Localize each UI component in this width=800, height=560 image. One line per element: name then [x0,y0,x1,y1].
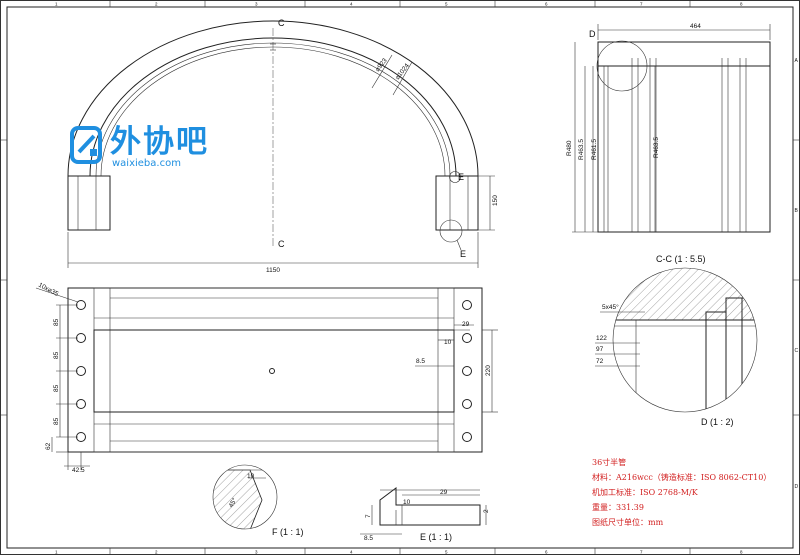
detail-e-mark-top: E [458,172,464,182]
section-title: C-C (1 : 5.5) [656,254,706,264]
zone-col-7-bottom: 7 [640,550,643,555]
note-weight: 重量：331.39 [592,503,644,512]
dim-8-5: 8.5 [416,358,425,365]
dim-width-1150: 1150 [266,267,280,274]
zone-col-3-bottom: 3 [255,550,258,555]
note-material: 材料：A216wcc（铸造标准：ISO 8062-CT10） [592,473,772,482]
right-flange [435,175,479,231]
zone-col-1-bottom: 1 [55,550,58,555]
dim-pitch-85-3: 85 [53,384,60,392]
dim-e-2: 2 [483,509,490,513]
bolt-hole [462,300,472,310]
zone-col-8-bottom: 8 [740,550,743,555]
dim-e-29: 29 [440,489,448,496]
section-view: D 464 R480 R463.5 R461.5 R463.5 C-C (1 :… [566,23,771,264]
dim-62: 62 [45,442,52,450]
dim-pitch-85-1: 85 [53,318,60,326]
zone-col-6-top: 6 [545,2,548,7]
dim-r461-5: R461.5 [591,139,598,160]
dim-464: 464 [690,23,701,30]
zone-col-5-bottom: 5 [445,550,448,555]
left-flange [67,175,111,231]
dim-e-10: 10 [403,499,411,506]
zone-col-4-bottom: 4 [350,550,353,555]
detail-f-title: F (1 : 1) [272,527,304,537]
detail-e-circle-top [449,171,461,183]
zone-col-6-bottom: 6 [545,550,548,555]
detail-d-mark: D [589,29,596,39]
dim-r480: R480 [566,140,573,156]
zone-row-c: C [795,348,799,354]
dim-72: 72 [596,358,604,365]
detail-e-title: E (1 : 1) [420,532,452,542]
arc-outer [67,20,479,177]
watermark-url: waixieba.com [112,158,181,169]
top-center-hole [269,368,275,374]
dim-220: 220 [485,365,492,376]
bolt-hole [462,333,472,343]
dim-29: 29 [462,321,470,328]
dim-pitch-85-4: 85 [53,417,60,425]
zone-col-7-top: 7 [640,2,643,7]
dim-122: 122 [596,335,607,342]
section-mark-c-top: C [278,18,285,28]
dim-chamfer-5x45: 5x45° [602,303,619,311]
zone-col-1-top: 1 [55,2,58,7]
note-machining: 机加工标准：ISO 2768-M/K [592,488,698,497]
zone-col-2-bottom: 2 [155,550,158,555]
watermark-name: 外协吧 [110,124,209,160]
section-body [597,65,771,233]
detail-f-boundary [212,464,278,530]
detail-e-view: 29 10 7 2 8.5 E (1 : 1) [360,487,490,542]
dim-r463-5-inner: R463.5 [653,137,660,158]
dim-r463-5: R463.5 [578,139,585,160]
detail-d-title: D (1 : 2) [701,417,734,427]
watermark-logo: 外协吧 waixieba.com [70,126,209,170]
technical-notes: 36寸半管 材料：A216wcc（铸造标准：ISO 8062-CT10） 机加工… [592,455,792,530]
note-units: 图纸尺寸单位：mm [592,518,664,527]
zone-col-5-top: 5 [445,2,448,7]
dim-e-7: 7 [365,514,372,518]
dim-pitch-85-2: 85 [53,351,60,359]
zone-col-4-top: 4 [350,2,353,7]
top-center-band [93,329,455,413]
note-title: 36寸半管 [592,458,627,467]
section-mark-c-bottom: C [278,239,285,249]
zone-row-a: A [795,58,799,64]
detail-e-profile [379,487,481,526]
bolt-hole [462,399,472,409]
zone-col-2-top: 2 [155,2,158,7]
bolt-hole [462,432,472,442]
detail-d-circle [596,40,648,92]
detail-f-view: 10 45° F (1 : 1) [212,464,304,537]
zone-col-8-top: 8 [740,2,743,7]
detail-f-mark: E [460,249,466,259]
dim-97: 97 [596,346,604,353]
detail-d-boundary [612,267,758,413]
zone-row-b: B [795,208,799,214]
bolt-hole [462,366,472,376]
dim-height-150: 150 [492,195,499,206]
dim-f-10: 10 [247,473,255,480]
zone-col-3-top: 3 [255,2,258,7]
dim-10: 10 [444,339,452,346]
front-view: C C E E ⌀923 ⌀1024 150 1150 [67,18,499,274]
zone-row-d: D [795,484,799,490]
dim-e-8-5: 8.5 [364,535,373,542]
logo-mark-icon [70,126,102,164]
dim-42-5: 42.5 [72,467,85,474]
detail-f-circle [439,219,463,243]
